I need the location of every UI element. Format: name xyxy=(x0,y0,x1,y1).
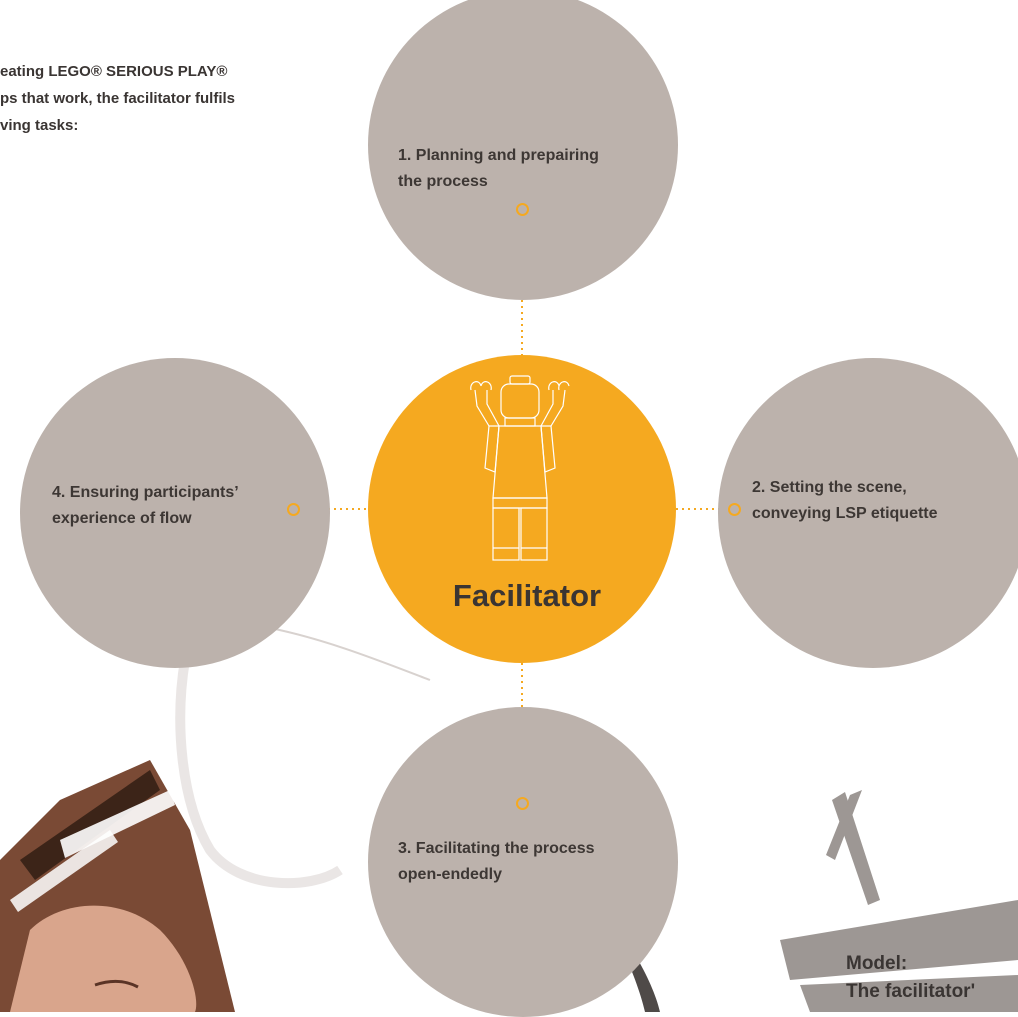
connector-node-2 xyxy=(728,503,741,516)
brush-stroke-arrow xyxy=(780,790,1018,1012)
task-2-label: 2. Setting the scene, conveying LSP etiq… xyxy=(752,479,938,522)
intro-text: eating LEGO® SERIOUS PLAY® ps that work,… xyxy=(0,63,236,134)
connector-node-4 xyxy=(287,503,300,516)
facilitator-label: Facilitator xyxy=(452,578,602,613)
person-photo xyxy=(0,760,235,1012)
facilitator-circle xyxy=(368,355,676,663)
task-3-label: 3. Facilitating the process open-endedly xyxy=(398,840,595,883)
task-4-label: 4. Ensuring participants’ experience of … xyxy=(52,484,239,527)
task-circle-4 xyxy=(20,358,330,668)
task-circle-3 xyxy=(368,707,678,1017)
lego-minifigure-icon xyxy=(470,375,570,561)
task-circle-1 xyxy=(368,0,678,300)
model-caption: Model: The facilitator' xyxy=(846,953,976,1002)
task-1-label: 1. Planning and prepairing the process xyxy=(398,147,599,190)
task-circle-2 xyxy=(718,358,1018,668)
connector-node-1 xyxy=(516,203,529,216)
connector-node-3 xyxy=(516,797,529,810)
